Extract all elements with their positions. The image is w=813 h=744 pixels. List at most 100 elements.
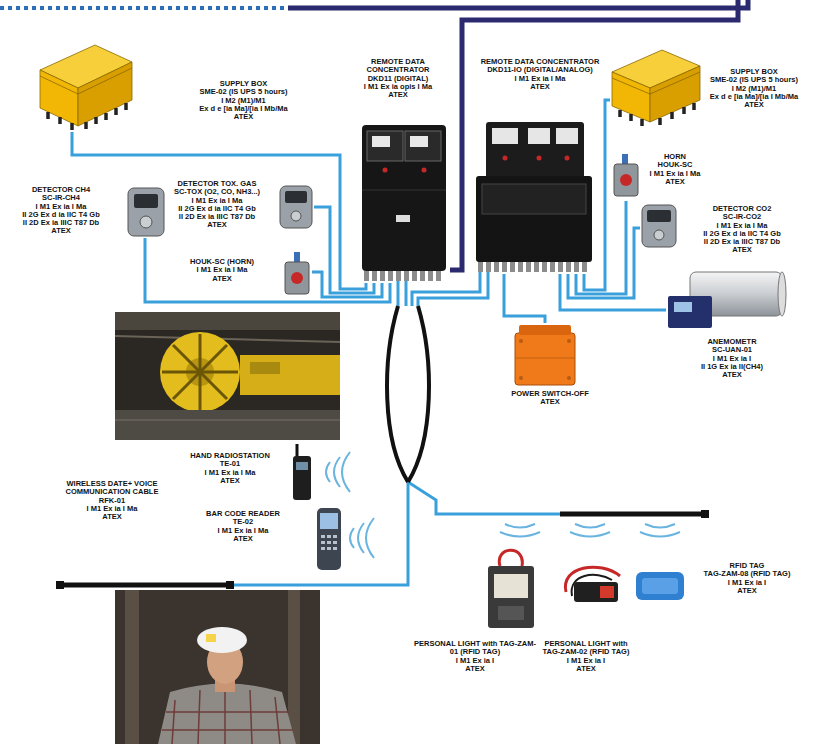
barcode-reader-drawing bbox=[321, 541, 325, 544]
device-title: POWER SWITCH-OFF bbox=[498, 390, 602, 398]
device-title: HOUK-SC (HORN) bbox=[168, 258, 276, 266]
concentrator-drawing bbox=[542, 262, 547, 272]
device-spec: ATEX bbox=[412, 665, 538, 673]
device-spec: II 2D Ex ia IIIC T87 Db bbox=[2, 219, 120, 227]
device-spec: Ex d e [ia Ma]/[ia I Mb/Ma bbox=[700, 93, 808, 101]
device-title: PERSONAL LIGHT with TAG-ZAM-01 (RFID TAG… bbox=[412, 640, 538, 657]
device-title: SUPPLY BOX bbox=[700, 68, 808, 76]
concentrator-drawing bbox=[558, 262, 563, 272]
supply-box-drawing bbox=[40, 45, 132, 130]
device-spec: SME-02 (IS UPS 5 hours) bbox=[185, 88, 302, 96]
power-switch-drawing bbox=[515, 358, 575, 359]
concentrator-drawing bbox=[396, 215, 410, 222]
device-title: HAND RADIOSTATION bbox=[173, 452, 287, 460]
concentrator-drawing bbox=[367, 131, 403, 161]
device-title: PERSONAL LIGHT with TAG-ZAM-02 (RFID TAG… bbox=[540, 640, 632, 657]
communication-cable bbox=[408, 482, 560, 514]
miner-photo bbox=[288, 590, 300, 744]
gas-detector-drawing bbox=[647, 210, 671, 222]
radio-waves bbox=[326, 462, 330, 482]
device-node: BAR CODE READERTE-02I M1 Ex ia I MaATEX bbox=[178, 506, 344, 572]
machine-photo bbox=[160, 332, 240, 412]
device-label-group: HAND RADIOSTATIONTE-01I M1 Ex ia I MaATE… bbox=[173, 452, 287, 485]
machine-photo bbox=[173, 345, 227, 399]
device-spec: DKD11-IO (DIGITAL/ANALOG) bbox=[480, 66, 600, 74]
horn-drawing bbox=[294, 252, 300, 262]
gas-detector-drawing bbox=[654, 230, 664, 240]
device-spec: II 2D Ex ia IIIC T87 Db bbox=[158, 213, 276, 221]
concentrator-drawing bbox=[510, 262, 515, 272]
horn-drawing bbox=[285, 262, 309, 294]
device-spec: ATEX bbox=[642, 178, 708, 186]
machine-photo bbox=[115, 420, 340, 421]
device-label-group: RFID TAGTAG-ZAM-08 (RFID TAG)I M1 Ex ia … bbox=[688, 562, 806, 595]
radio-waves bbox=[645, 524, 675, 528]
concentrator-drawing bbox=[528, 128, 550, 144]
concentrator-drawing bbox=[486, 262, 491, 272]
supply-box-drawing bbox=[612, 50, 700, 126]
device-spec: ATEX bbox=[688, 587, 806, 595]
communication-cable bbox=[56, 272, 709, 589]
communication-cable bbox=[60, 583, 230, 588]
communication-cable bbox=[701, 510, 709, 518]
device-title: HORN bbox=[642, 153, 708, 161]
supply-box-drawing bbox=[104, 113, 108, 120]
device-spec: II 2D Ex ia IIIC T87 Db bbox=[680, 238, 804, 246]
miner-photo bbox=[198, 690, 200, 744]
machine-photo bbox=[115, 410, 340, 440]
anemometer-drawing bbox=[668, 296, 712, 328]
communication-cable bbox=[56, 581, 64, 589]
radio-waves bbox=[640, 532, 680, 537]
concentrator-drawing bbox=[383, 168, 388, 173]
device-spec: I M1 Ex ia I Ma bbox=[52, 505, 172, 513]
device-label-group: HORNHOUK-SCI M1 Ex ia I MaATEX bbox=[642, 153, 708, 186]
horn-drawing bbox=[622, 154, 628, 164]
concentrator-drawing bbox=[476, 122, 592, 272]
communication-cable bbox=[418, 272, 488, 306]
machine-photo bbox=[240, 355, 340, 395]
device-title: REMOTE DATA CONCENTRATOR bbox=[348, 58, 448, 75]
barcode-reader-drawing bbox=[321, 535, 337, 550]
device-label-group: SUPPLY BOXSME-02 (IS UPS 5 hours)I M2 (M… bbox=[700, 68, 808, 109]
concentrator-drawing bbox=[380, 271, 385, 281]
device-title: RFID TAG bbox=[688, 562, 806, 570]
concentrator-drawing bbox=[565, 156, 570, 161]
power-switch-drawing bbox=[519, 376, 523, 380]
device-spec: I M1 Ex ia I bbox=[672, 355, 792, 363]
barcode-reader-drawing bbox=[317, 508, 341, 570]
network-trunk bbox=[288, 0, 748, 8]
barcode-reader-drawing bbox=[327, 541, 331, 544]
machine-photo bbox=[115, 312, 340, 330]
personal-light-drawing bbox=[488, 566, 534, 628]
power-switch-drawing bbox=[519, 339, 523, 343]
concentrator-drawing bbox=[428, 271, 433, 281]
anemometer-drawing bbox=[778, 272, 786, 316]
miner-photo bbox=[224, 688, 226, 744]
concentrator-drawing bbox=[503, 156, 508, 161]
device-title: DETECTOR CH4 bbox=[2, 186, 120, 194]
device-label-group: DETECTOR TOX. GASSC-TOX (O2, CO, NH3...)… bbox=[158, 180, 276, 230]
device-label-group: REMOTE DATA CONCENTRATORDKD11 (DIGITAL)I… bbox=[348, 58, 448, 99]
miner-photo bbox=[115, 590, 320, 744]
horn-drawing bbox=[285, 154, 638, 294]
concentrator-drawing bbox=[388, 271, 393, 281]
power-switch-drawing bbox=[567, 339, 571, 343]
device-spec: I M1 Ex ia I Ma bbox=[178, 527, 308, 535]
barcode-reader-drawing bbox=[333, 547, 337, 550]
miner-photo bbox=[172, 700, 175, 744]
miner-photo bbox=[197, 627, 247, 653]
miner-photo bbox=[158, 684, 296, 744]
device-spec: II 2G Ex d ia IIC T4 Gb bbox=[158, 205, 276, 213]
miner-photo bbox=[115, 590, 320, 744]
barcode-reader-drawing bbox=[320, 513, 338, 529]
communication-cable bbox=[405, 281, 408, 306]
device-spec: ATEX bbox=[680, 246, 804, 254]
communication-cable bbox=[387, 306, 429, 482]
cable-connector bbox=[312, 272, 382, 297]
device-title: DETECTOR CO2 bbox=[680, 205, 804, 213]
device-spec: I M1 Ex ia I Ma bbox=[168, 266, 276, 274]
concentrator-drawing bbox=[404, 271, 409, 281]
device-spec: ATEX bbox=[540, 665, 632, 673]
device-node: DETECTOR CO2SC-IR-CO2I M1 Ex ia I MaII 2… bbox=[640, 203, 806, 259]
